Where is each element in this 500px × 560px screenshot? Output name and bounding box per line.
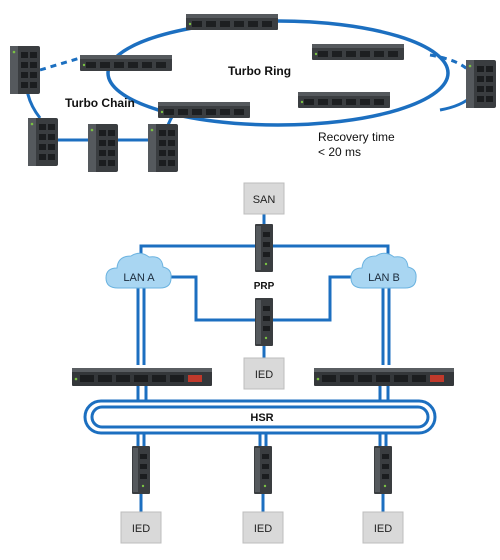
ring-switch-4 — [158, 102, 250, 118]
ied-label-2: IED — [254, 523, 272, 535]
ied-box-prp — [243, 357, 285, 390]
hsr-ring-outer — [83, 399, 437, 435]
prp-redbox-middle — [255, 298, 273, 346]
lan-a-label: LAN A — [123, 272, 155, 284]
prp-hsr-section: HSR SAN PRP IED LAN A LAN B IED — [72, 182, 454, 544]
chain-switch-1 — [28, 118, 58, 166]
ied-label-prp: IED — [255, 369, 273, 381]
hsr-device-3 — [374, 446, 392, 494]
ied-box-2 — [242, 511, 284, 544]
turbo-chain-label: Turbo Chain — [65, 96, 135, 110]
prp-label: PRP — [254, 281, 275, 292]
ring-edge-switch — [466, 60, 496, 108]
turbo-chain-dashed-link — [39, 56, 81, 72]
hsr-device-2 — [254, 446, 272, 494]
ring-switch-1 — [186, 14, 278, 30]
hsr-rack-switch-left — [72, 368, 212, 386]
turbo-ring-link — [106, 19, 450, 127]
prp-links — [136, 214, 391, 512]
hsr-ring-inner — [90, 405, 430, 429]
lan-b-cloud: LAN B — [350, 252, 417, 289]
san-box — [243, 182, 285, 215]
recovery-time-label: Recovery time — [318, 130, 395, 144]
turbo-ring-label: Turbo Ring — [228, 64, 291, 78]
turbo-ring-section: Turbo Ring Turbo Chain Recovery time < 2… — [10, 14, 496, 172]
san-label: SAN — [253, 194, 276, 206]
ied-label-3: IED — [374, 523, 392, 535]
hsr-device-1 — [132, 446, 150, 494]
lan-a-cloud: LAN A — [105, 252, 172, 289]
ring-switch-5 — [298, 92, 390, 108]
ring-extension-link — [429, 53, 472, 74]
recovery-time-value: < 20 ms — [318, 145, 361, 159]
prp-redbox-top — [255, 224, 273, 272]
chain-switch-3 — [148, 124, 178, 172]
ring-switch-3 — [312, 44, 404, 60]
lan-b-label: LAN B — [368, 272, 400, 284]
ied-box-1 — [120, 511, 162, 544]
ied-label-1: IED — [132, 523, 150, 535]
ied-box-3 — [362, 511, 404, 544]
hsr-rack-switch-right — [314, 368, 454, 386]
chain-switch-2 — [88, 124, 118, 172]
hsr-label: HSR — [250, 412, 273, 424]
ring-switch-2 — [80, 55, 172, 71]
chain-switch-top — [10, 46, 40, 94]
